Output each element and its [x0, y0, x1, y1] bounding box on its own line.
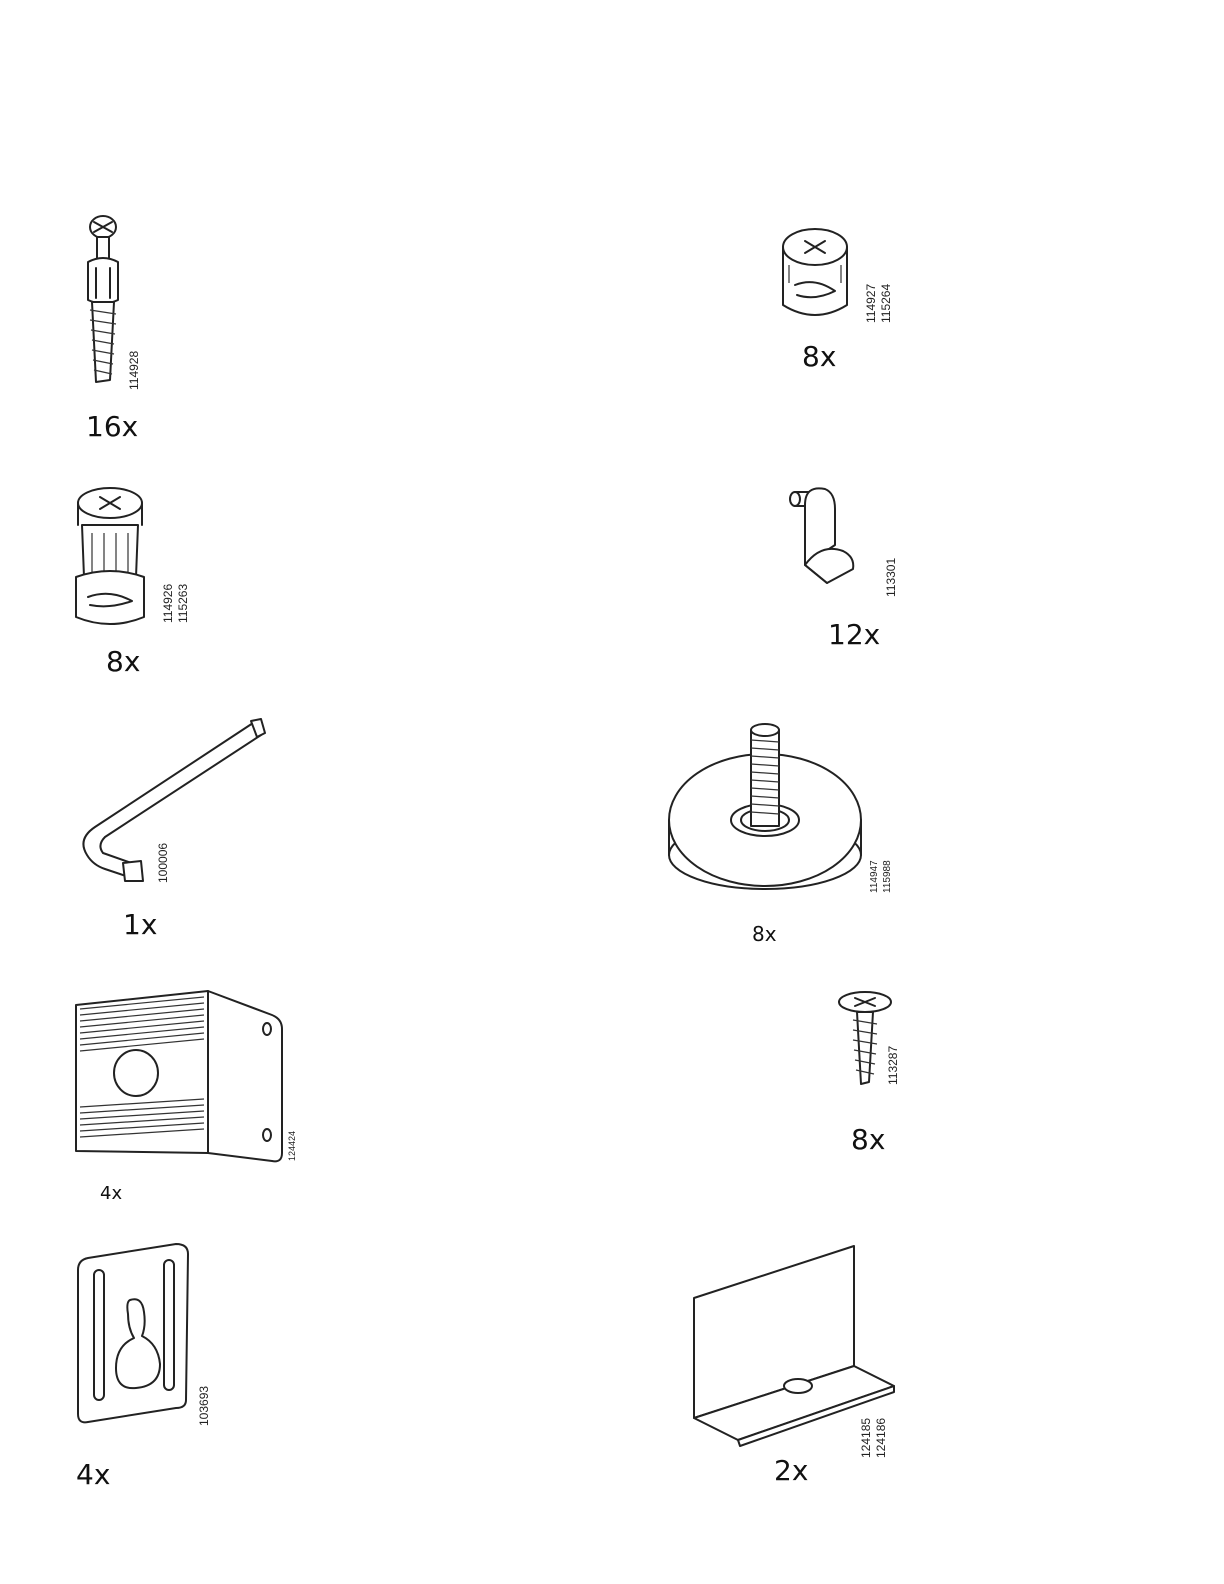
shelf-pin-icon	[785, 485, 875, 595]
angle-bracket-icon	[688, 1240, 898, 1440]
quantity-label: 8x	[851, 1123, 885, 1156]
corner-bracket-icon	[72, 985, 292, 1165]
part-code: 114947	[868, 860, 881, 893]
part-cam-bolt: 114928 16x	[70, 210, 170, 450]
quantity-label: 12x	[828, 618, 880, 651]
part-cam-lock-long: 114926 115263 8x	[70, 485, 210, 685]
quantity-label: 8x	[802, 340, 836, 373]
part-code: 103693	[198, 1386, 211, 1426]
part-shelf-pin: 113301 12x	[785, 485, 915, 655]
part-code: 113301	[885, 558, 898, 597]
keyhole-plate-icon	[72, 1240, 192, 1430]
quantity-label: 4x	[76, 1458, 110, 1491]
part-code: 124424	[286, 1131, 299, 1161]
quantity-label: 4x	[100, 1183, 122, 1204]
part-cam-lock-small: 114927 115264 8x	[775, 225, 905, 375]
part-corner-bracket: 124424 4x	[72, 985, 312, 1215]
quantity-label: 2x	[774, 1454, 808, 1487]
part-code: 114927	[865, 284, 878, 323]
part-code: 115264	[880, 284, 893, 323]
quantity-label: 8x	[752, 922, 777, 946]
part-code: 114928	[128, 351, 141, 390]
part-code: 124186	[875, 1418, 888, 1458]
part-keyhole-plate: 103693 4x	[72, 1240, 222, 1500]
part-adjustable-foot: 114947 115988 8x	[665, 720, 905, 950]
cam-lock-long-icon	[70, 485, 170, 630]
allen-key-icon	[75, 715, 275, 885]
adjustable-foot-icon	[665, 720, 870, 890]
part-code: 114926	[162, 584, 175, 623]
part-code: 115988	[881, 860, 894, 893]
part-code: 124185	[860, 1418, 873, 1458]
quantity-label: 16x	[86, 410, 138, 443]
cam-lock-icon	[775, 225, 865, 325]
part-allen-key: 100006 1x	[75, 715, 285, 945]
part-screw: 113287 8x	[835, 988, 935, 1163]
quantity-label: 8x	[106, 645, 140, 678]
part-code: 113287	[887, 1046, 900, 1085]
part-code: 115263	[177, 584, 190, 623]
quantity-label: 1x	[123, 908, 157, 941]
part-angle-bracket: 124185 124186 2x	[688, 1240, 908, 1495]
part-code: 100006	[157, 843, 170, 883]
